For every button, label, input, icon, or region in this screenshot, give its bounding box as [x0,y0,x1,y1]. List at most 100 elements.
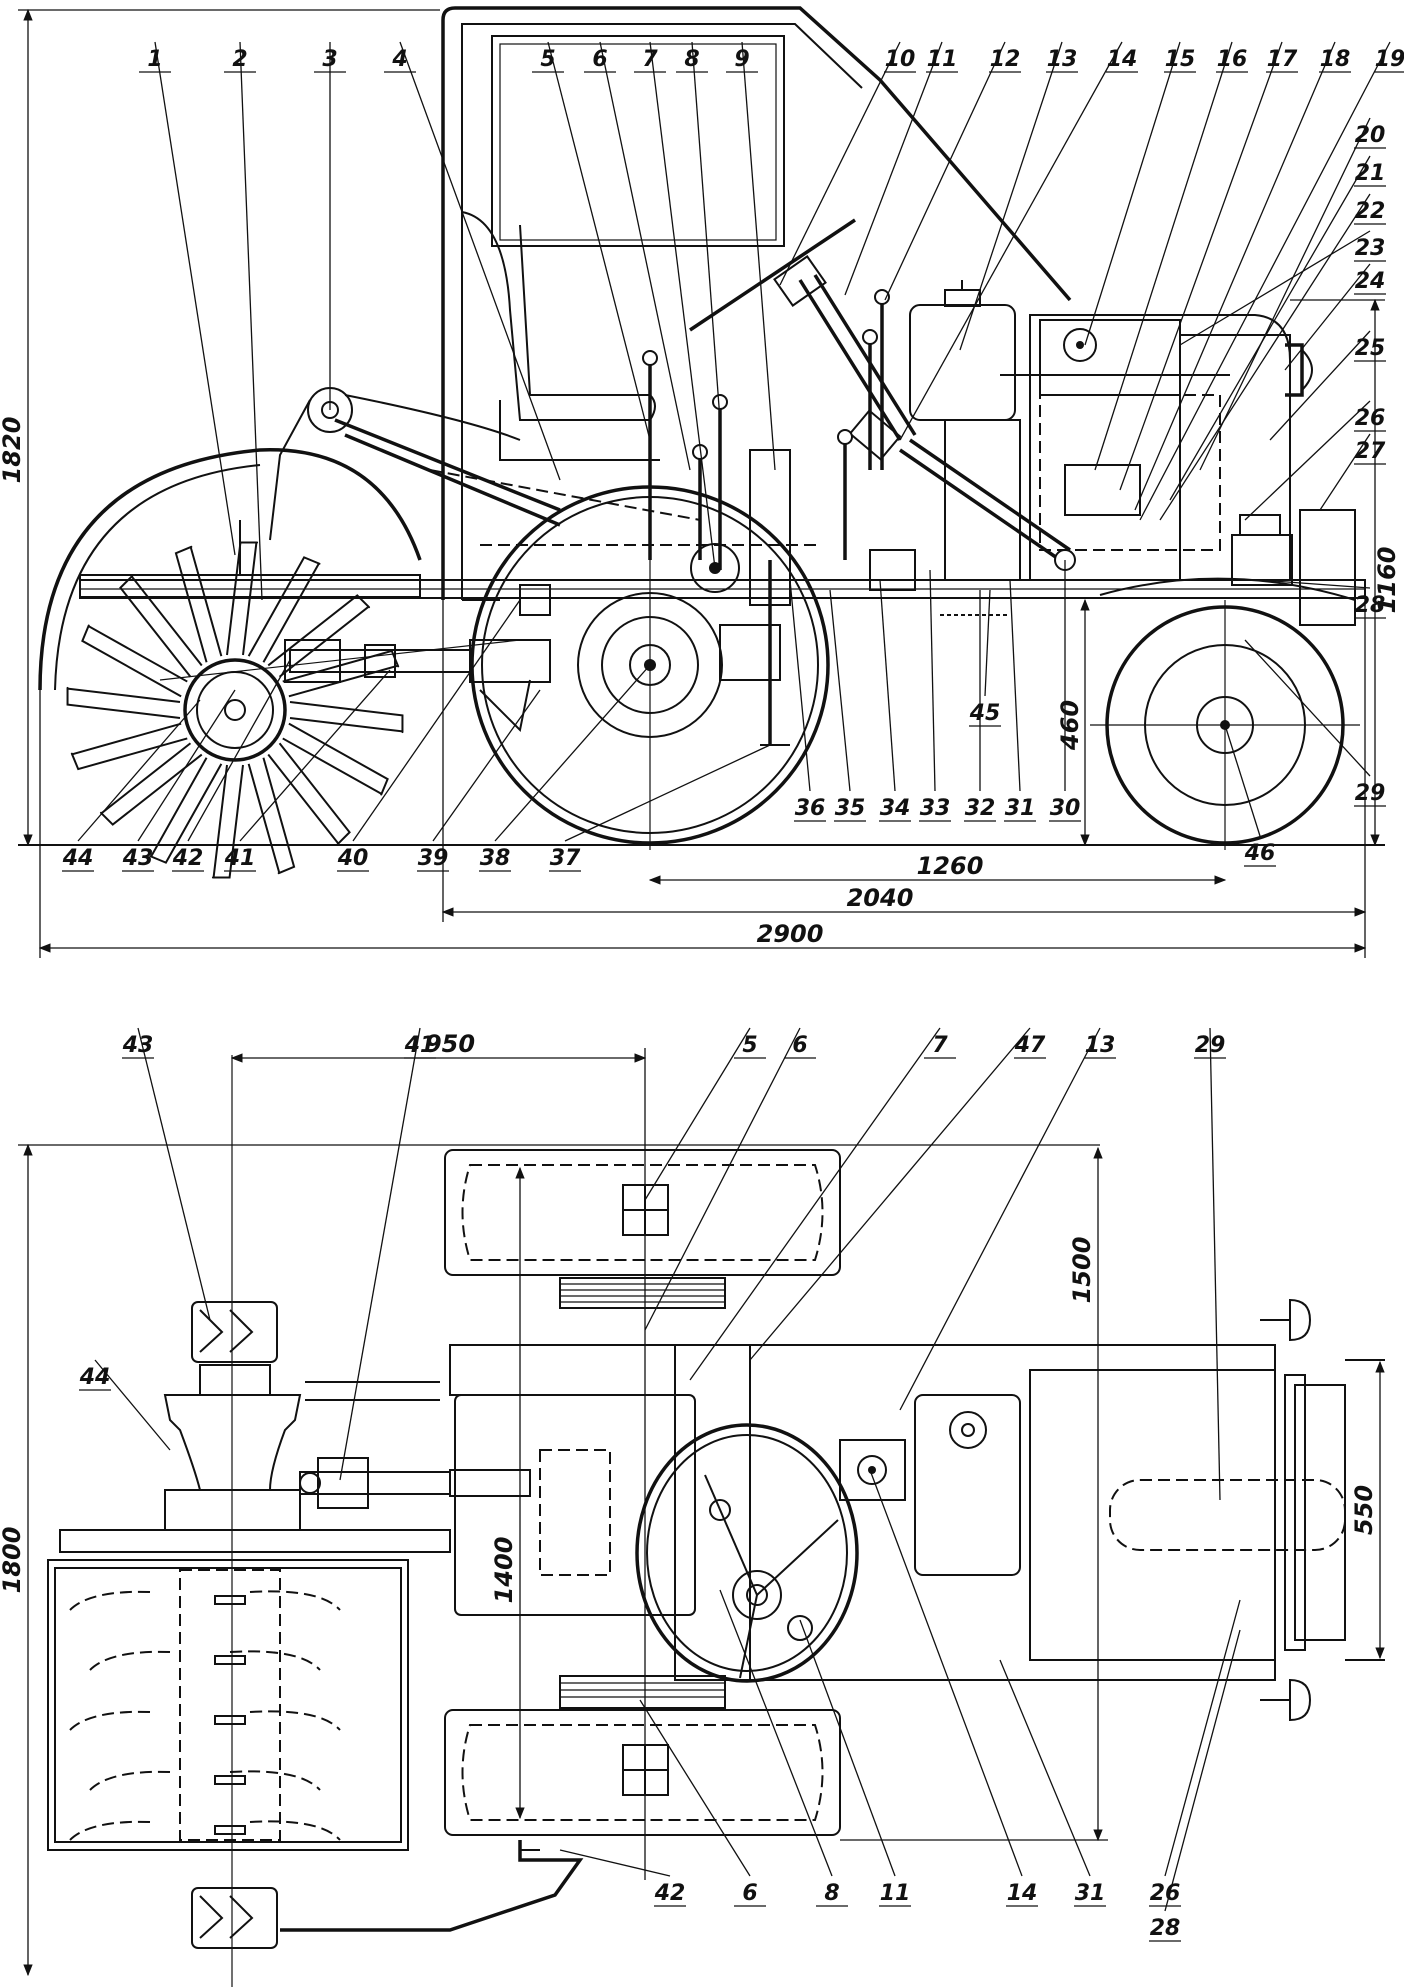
dim-axle-height: 460 [1056,700,1084,751]
callout-6: 6 [742,1881,757,1906]
callout-15: 15 [1165,47,1196,72]
callout-17: 17 [1267,47,1298,72]
callout-42: 42 [654,1881,686,1906]
callout-30: 30 [1050,796,1081,821]
rear-equipment [1231,343,1356,626]
callout-25: 25 [1355,336,1386,361]
callout-24: 24 [1355,269,1386,294]
callout-33: 33 [920,796,951,821]
callout-46: 46 [1244,841,1276,866]
callout-45: 45 [969,701,1001,726]
callout-8: 8 [684,47,699,72]
callout-7: 7 [932,1033,948,1058]
callout-43: 43 [122,1033,154,1058]
tiller-tines-top [69,1590,341,1841]
tiller-tire-top [191,1301,278,1363]
callout-5: 5 [742,1033,757,1058]
drive-wheel-left-top [444,1149,841,1309]
top-left-callouts: 44 [79,1359,171,1451]
callout-26: 26 [1355,406,1386,431]
callout-35: 35 [835,796,866,821]
callout-29: 29 [1355,781,1386,806]
callout-13: 13 [1085,1033,1116,1058]
callout-23: 23 [1355,236,1386,261]
callout-34: 34 [880,796,911,821]
fuel-tank [909,304,1016,421]
callout-28: 28 [1355,593,1386,618]
callout-13: 13 [1047,47,1078,72]
dim-track-inner: 1400 [490,1537,518,1604]
tiller-tire-bottom [191,1887,278,1949]
cab [441,6,1072,601]
top-dimensions: 950 1800 1500 1400 550 [0,1030,1385,1977]
callout-16: 16 [1217,47,1248,72]
callout-26: 26 [1150,1881,1181,1906]
callout-4: 4 [391,47,407,72]
headlights-top [1260,1298,1312,1722]
rear-wheel [1090,577,1360,850]
callout-14: 14 [1007,1881,1038,1906]
callout-44: 44 [79,1365,111,1390]
dim-height-rear: 1160 [1373,547,1401,614]
drive-wheel-right-top [444,1675,841,1836]
frame [79,579,1366,599]
callout-32: 32 [965,796,996,821]
tiller-box-top [47,1055,451,1987]
rotor-arm [269,387,701,541]
callout-20: 20 [1355,123,1386,148]
fuel-tank-top [914,1394,1021,1576]
callout-19: 19 [1375,47,1404,72]
dim-rotor-offset: 950 [425,1030,475,1058]
rotary-tiller [38,448,422,879]
dim-body-length: 2040 [847,884,914,912]
callout-38: 38 [480,846,511,871]
callout-39: 39 [418,846,449,871]
dim-wheelbase: 1260 [917,852,984,880]
callout-18: 18 [1320,47,1351,72]
battery [1299,509,1356,626]
callout-36: 36 [795,796,826,821]
callout-14: 14 [1107,47,1138,72]
callout-5: 5 [540,47,555,72]
callout-10: 10 [885,47,916,72]
callout-6: 6 [792,1033,807,1058]
callout-31: 31 [1005,796,1036,821]
dim-overall-length: 2900 [757,920,824,948]
callout-27: 27 [1355,439,1386,464]
tiller-blades [66,541,404,879]
dim-overall-width: 1800 [0,1527,26,1594]
dim-rear-width: 550 [1350,1485,1378,1535]
callout-8: 8 [824,1881,839,1906]
callout-9: 9 [734,47,749,72]
driveshaft-top [280,1381,584,1932]
callout-22: 22 [1355,199,1386,224]
callout-43: 43 [122,846,154,871]
callout-37: 37 [550,846,581,871]
steering-wheel-top [635,1423,859,1683]
body-top [449,1344,1385,1681]
callout-42: 42 [172,846,204,871]
callout-47: 47 [1014,1033,1046,1058]
pulley-stack-top [559,1277,726,1309]
callout-1: 1 [147,47,162,72]
transmission [690,449,1010,746]
callout-12: 12 [990,47,1021,72]
callout-6: 6 [592,47,607,72]
callout-41: 41 [224,846,256,871]
side-dimensions: 1820 1160 460 1260 2040 2900 [0,8,1401,958]
dim-track-outer: 1500 [1068,1237,1096,1304]
callout-2: 2 [232,47,247,72]
cab-window [491,35,785,247]
callout-40: 40 [337,846,369,871]
engine-block [909,280,1291,581]
dim-height-total: 1820 [0,417,26,484]
callout-31: 31 [1075,1881,1106,1906]
